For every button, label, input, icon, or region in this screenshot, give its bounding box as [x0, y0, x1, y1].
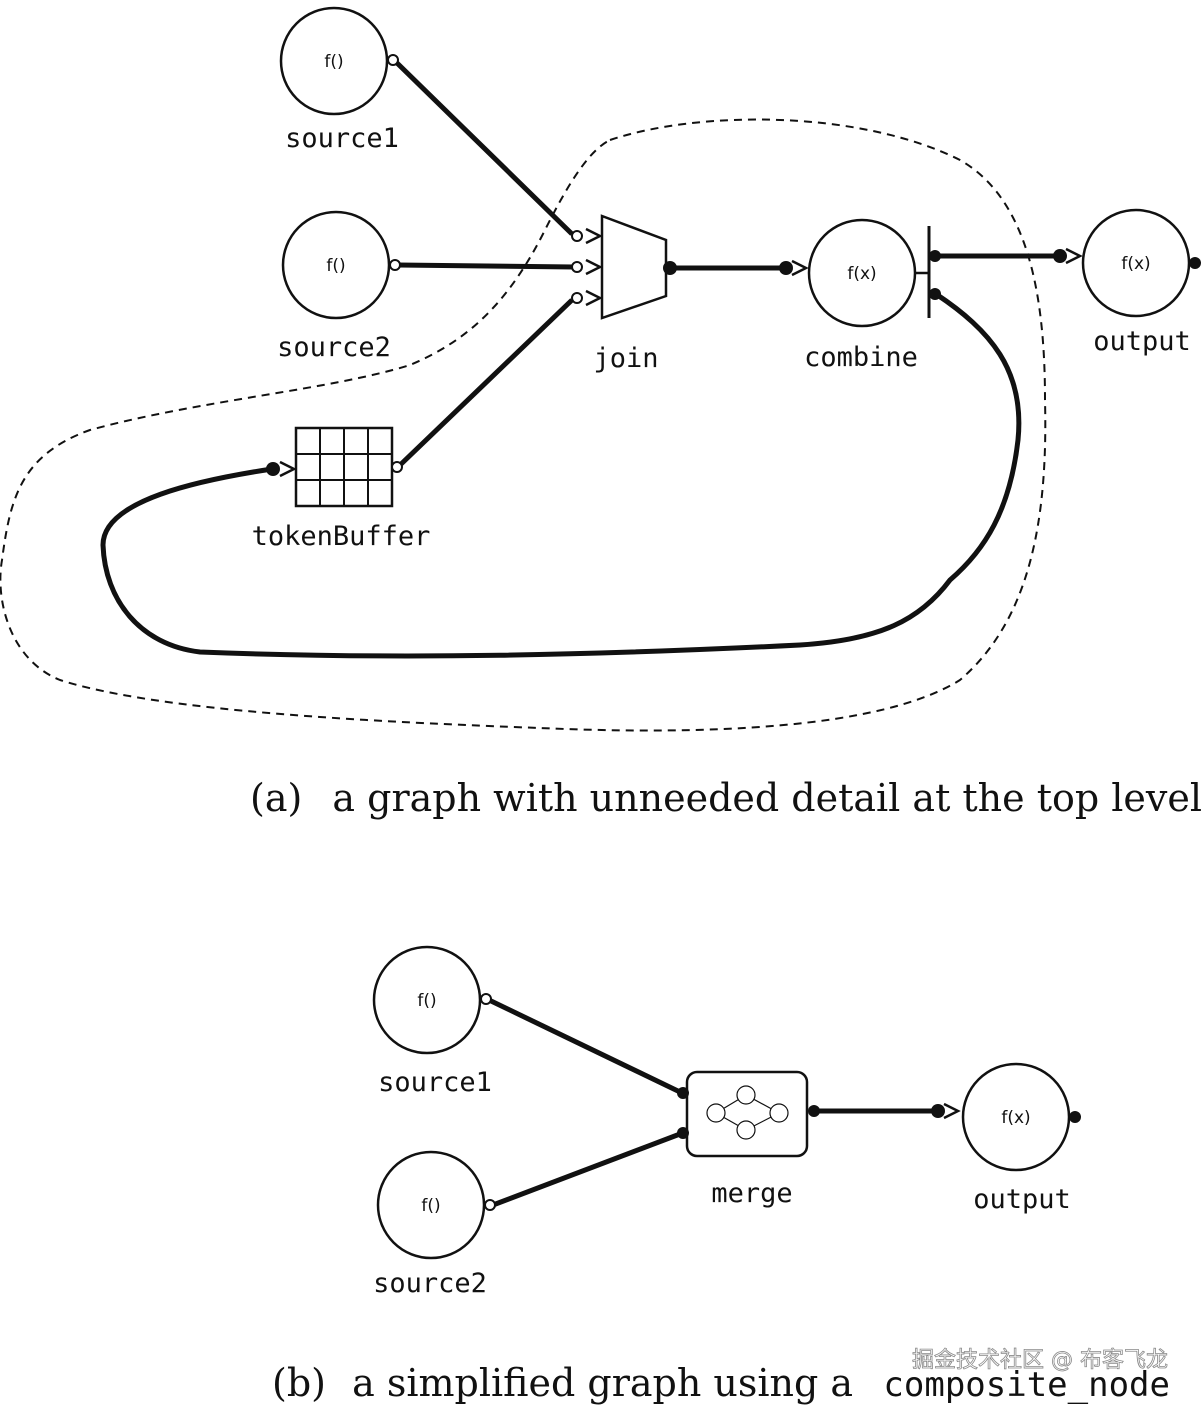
source1-b-output-port — [480, 993, 492, 1005]
figure-b: f() source1 f() source2 — [272, 945, 1170, 1405]
join-label: join — [593, 343, 658, 374]
join-input-port-2 — [571, 261, 583, 273]
node-source1-b: f() source1 — [372, 945, 492, 1098]
join-arrow-3 — [585, 289, 603, 307]
output-b-fn: f(x) — [1001, 1108, 1030, 1128]
edge-b-source2-merge — [492, 1131, 681, 1208]
merge-output-port — [808, 1105, 820, 1117]
merge-box — [685, 1070, 809, 1158]
source1-circle — [279, 6, 389, 116]
output-b-arrow — [943, 1102, 961, 1120]
output-output-port — [1189, 257, 1201, 269]
output-b-output-port — [1069, 1111, 1081, 1123]
node-source2-a: f() source2 — [277, 210, 401, 363]
node-output-a: f(x) output — [1053, 208, 1201, 357]
node-combine: f(x) combine — [779, 218, 941, 373]
tokenbuffer-grid-lines — [296, 428, 392, 506]
caption-b-text: a simplified graph using a — [352, 1361, 853, 1405]
node-source1-a: f() source1 — [279, 6, 399, 154]
node-merge: merge — [677, 1070, 820, 1209]
node-source2-b: f() source2 — [373, 1150, 496, 1299]
output-b-label: output — [973, 1184, 1071, 1215]
source1-b-label: source1 — [378, 1067, 492, 1098]
source2-output-port — [389, 259, 401, 271]
combine-input-port — [779, 261, 793, 275]
source2-label: source2 — [277, 332, 391, 363]
join-input-port-3 — [571, 292, 583, 304]
output-input-port — [1053, 249, 1067, 263]
merge-label: merge — [711, 1178, 792, 1209]
combine-fn: f(x) — [847, 264, 876, 284]
edge-b-source1-merge — [487, 997, 682, 1095]
combine-output-port-1 — [929, 250, 941, 262]
join-arrow-1 — [585, 227, 603, 245]
edge-tokenbuffer-join — [396, 298, 574, 469]
join-output-port — [663, 261, 677, 275]
source1-output-port — [387, 54, 399, 66]
tokenbuffer-label: tokenBuffer — [252, 521, 431, 552]
output-label: output — [1093, 326, 1191, 357]
merge-input-port-1 — [677, 1087, 689, 1099]
node-tokenbuffer: tokenBuffer — [252, 426, 431, 552]
source1-label: source1 — [285, 123, 399, 154]
join-arrow-2 — [585, 258, 603, 276]
node-output-b: f(x) output — [931, 1062, 1081, 1215]
source1-fn: f() — [324, 52, 343, 72]
caption-b-code: composite_node — [883, 1365, 1170, 1405]
figure-a: f() source1 f() source2 join f(x) — [0, 6, 1202, 820]
output-arrow — [1065, 247, 1083, 265]
output-b-input-port — [931, 1104, 945, 1118]
edge-source1-join — [394, 60, 574, 236]
source1-b-circle — [372, 945, 482, 1055]
tokenbuffer-input-port — [266, 462, 280, 476]
source2-b-output-port — [484, 1199, 496, 1211]
output-fn: f(x) — [1121, 254, 1150, 274]
caption-a: (a) a graph with unneeded detail at the … — [250, 776, 1202, 820]
caption-a-text: a graph with unneeded detail at the top … — [332, 776, 1202, 820]
tokenbuffer-output-port — [391, 461, 403, 473]
combine-arrow — [791, 259, 809, 277]
source2-fn: f() — [326, 256, 345, 276]
caption-b-marker: (b) — [272, 1361, 326, 1405]
combine-output-port-2 — [929, 288, 941, 300]
caption-a-marker: (a) — [250, 776, 302, 820]
source2-b-label: source2 — [373, 1268, 487, 1299]
combine-label: combine — [804, 342, 918, 373]
edge-source2-join — [397, 262, 575, 270]
merge-subgraph-icon — [706, 1085, 789, 1140]
tokenbuffer-arrow — [279, 460, 297, 478]
node-join: join — [571, 214, 677, 374]
edge-feedback-combine-tokenbuffer — [100, 291, 1022, 659]
join-input-port-1 — [571, 230, 583, 242]
join-shape — [600, 214, 668, 320]
source1-b-fn: f() — [417, 991, 436, 1011]
caption-b: (b) a simplified graph using a — [272, 1361, 853, 1405]
merge-input-port-2 — [677, 1127, 689, 1139]
source2-b-fn: f() — [421, 1196, 440, 1216]
watermark-text: 掘金技术社区 @ 布客飞龙 — [912, 1348, 1168, 1373]
